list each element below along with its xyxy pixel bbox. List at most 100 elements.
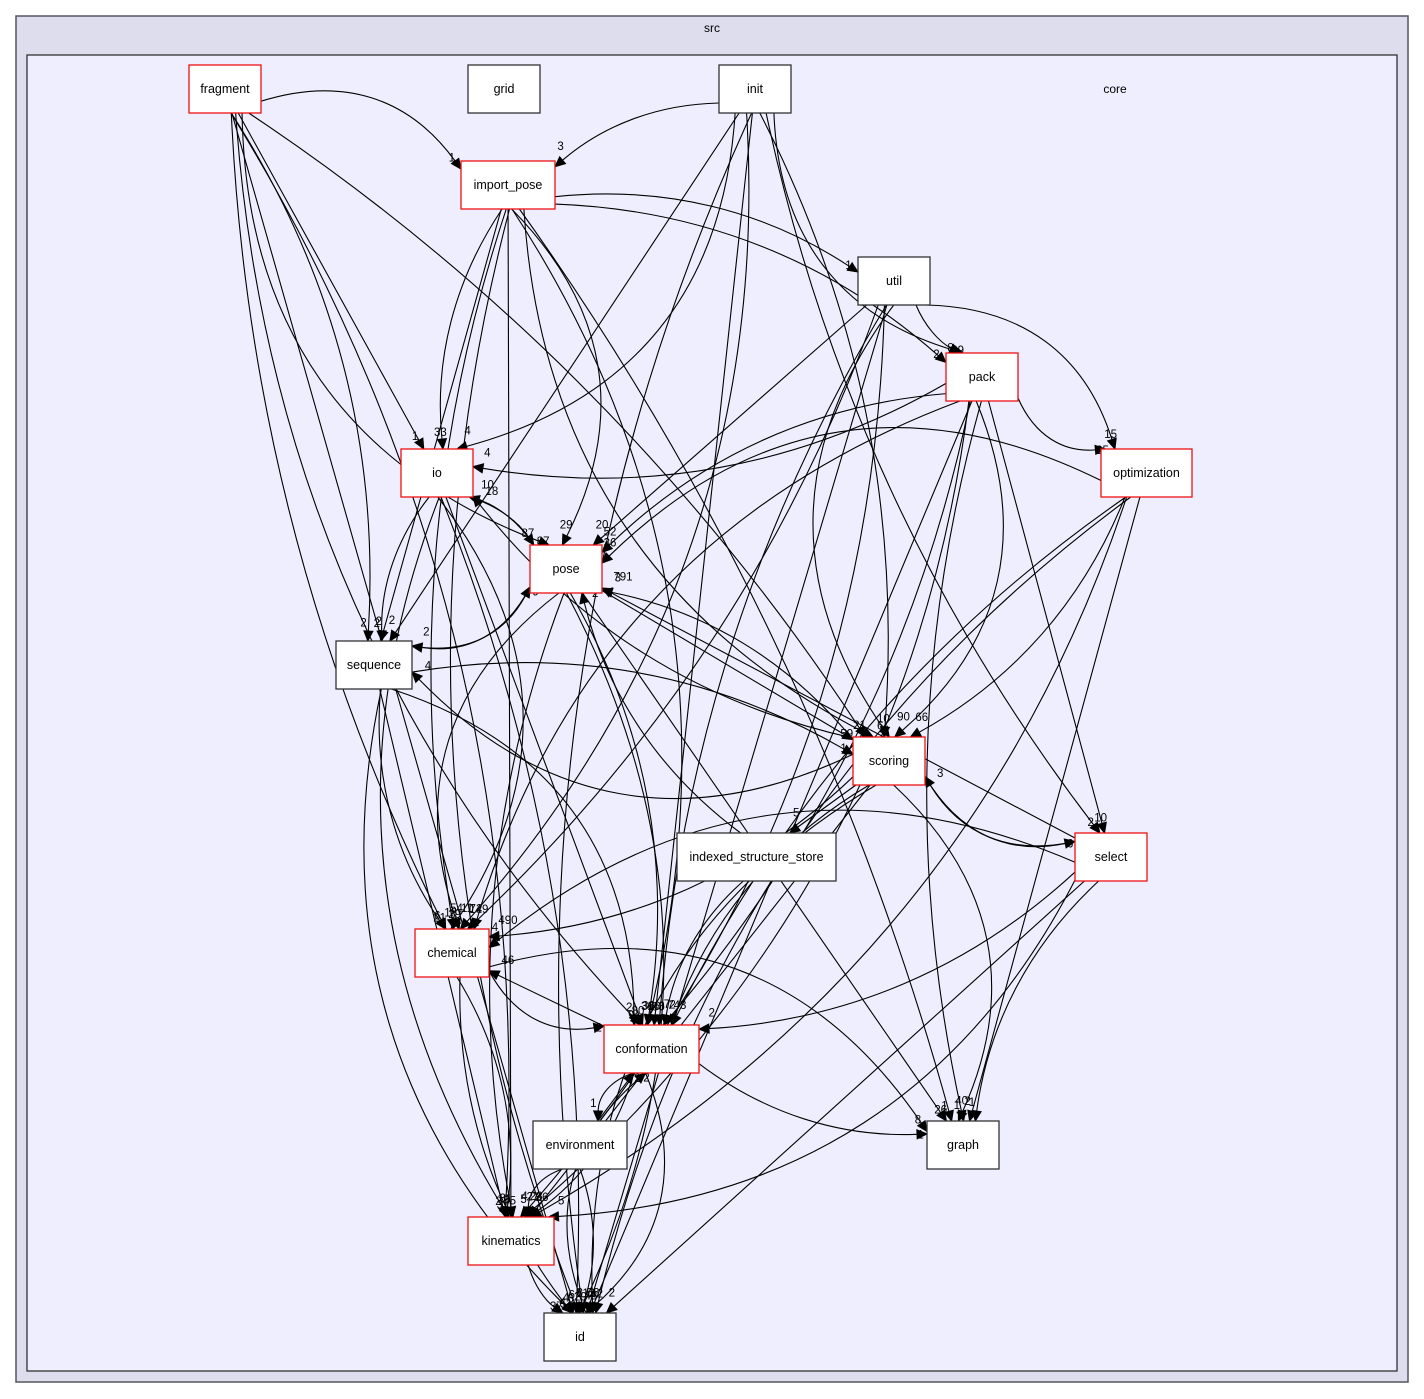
- edge-label[interactable]: 8: [577, 1288, 583, 1300]
- edge-label[interactable]: 2: [709, 1008, 715, 1020]
- edge-label[interactable]: 36: [604, 537, 617, 549]
- edge-label[interactable]: 26: [934, 1104, 947, 1116]
- node-select[interactable]: select: [1074, 832, 1148, 882]
- edge-label[interactable]: 5: [560, 1299, 566, 1311]
- node-io[interactable]: io: [400, 448, 474, 498]
- edge-label[interactable]: 2: [669, 999, 675, 1011]
- edge-label[interactable]: 3: [658, 1001, 664, 1013]
- edge-label[interactable]: 20: [596, 519, 609, 531]
- edge-label[interactable]: 33: [434, 427, 447, 439]
- edge-label[interactable]: 1: [845, 260, 851, 272]
- edge-label[interactable]: 21: [433, 912, 446, 924]
- edge-label[interactable]: 90: [897, 711, 910, 723]
- edge-label[interactable]: 37: [550, 1301, 563, 1313]
- node-box[interactable]: [467, 64, 541, 114]
- edge-label[interactable]: 46: [501, 955, 514, 967]
- edge-label[interactable]: 6: [568, 1290, 574, 1302]
- edge-label[interactable]: 4: [563, 1293, 570, 1305]
- node-box[interactable]: [532, 1120, 628, 1170]
- node-optimization[interactable]: optimization: [1100, 448, 1193, 498]
- edge-label[interactable]: 8: [947, 342, 953, 354]
- edge-label[interactable]: 2: [609, 1287, 615, 1299]
- edge-label[interactable]: 1: [941, 1100, 947, 1112]
- edge-label[interactable]: 29: [560, 519, 573, 531]
- edge-label[interactable]: 2: [376, 616, 382, 628]
- edge-label[interactable]: 3: [497, 1200, 503, 1212]
- node-box[interactable]: [414, 928, 490, 978]
- edge-label[interactable]: 7: [664, 999, 670, 1011]
- node-init[interactable]: init: [718, 64, 792, 114]
- edge-label[interactable]: 4: [861, 727, 868, 739]
- node-conformation[interactable]: conformation: [603, 1024, 700, 1074]
- edge-label[interactable]: 4: [464, 426, 471, 438]
- node-box[interactable]: [1100, 448, 1193, 498]
- edge-label[interactable]: 1: [954, 1100, 960, 1112]
- edge-label[interactable]: 2: [503, 1194, 509, 1206]
- edge-label[interactable]: 56: [587, 1288, 600, 1300]
- edge-label[interactable]: 29: [448, 909, 461, 921]
- edge-label[interactable]: 2: [964, 1096, 970, 1108]
- edge-label[interactable]: 2: [374, 618, 380, 630]
- edge-label[interactable]: 1: [840, 743, 846, 755]
- node-box[interactable]: [1074, 832, 1148, 882]
- edge-label[interactable]: 43: [584, 1290, 597, 1302]
- edge-label[interactable]: 8: [915, 1115, 921, 1127]
- edge-label[interactable]: 791: [613, 572, 632, 584]
- edge-label[interactable]: 2: [360, 618, 366, 630]
- edge-label[interactable]: 26: [536, 1192, 549, 1204]
- edge-label[interactable]: 10: [481, 479, 494, 491]
- node-box[interactable]: [945, 352, 1019, 402]
- edge-label[interactable]: 10: [1094, 812, 1107, 824]
- edge-label[interactable]: 54: [450, 903, 463, 915]
- edge-label[interactable]: 3: [615, 573, 621, 585]
- node-id[interactable]: id: [543, 1312, 617, 1362]
- node-box[interactable]: [676, 832, 837, 882]
- node-box[interactable]: [543, 1312, 617, 1362]
- edge-label[interactable]: 2: [595, 1023, 601, 1035]
- edge-label[interactable]: 1: [917, 1129, 923, 1141]
- edge-label[interactable]: 2: [933, 349, 939, 361]
- node-box[interactable]: [926, 1120, 1000, 1170]
- edge-label[interactable]: 1: [588, 1287, 594, 1299]
- edge-label[interactable]: 12: [582, 1288, 595, 1300]
- node-box[interactable]: [857, 256, 931, 306]
- edge-label[interactable]: 1: [576, 1288, 582, 1300]
- edge-label[interactable]: 59: [840, 728, 853, 740]
- edge-label[interactable]: 66: [915, 712, 928, 724]
- node-box[interactable]: [718, 64, 792, 114]
- edge-label[interactable]: 5: [558, 1195, 564, 1207]
- node-box[interactable]: [529, 544, 603, 594]
- node-box[interactable]: [400, 448, 474, 498]
- node-box[interactable]: [460, 160, 556, 210]
- node-fragment[interactable]: fragment: [188, 64, 262, 114]
- edge-label[interactable]: 3: [557, 141, 563, 153]
- edge-label[interactable]: 4: [521, 1191, 528, 1203]
- edge-label[interactable]: 5: [520, 1194, 526, 1206]
- edge-label[interactable]: 40: [955, 1096, 968, 1108]
- edge-label[interactable]: 52: [604, 527, 617, 539]
- edge-label[interactable]: 2: [1087, 817, 1093, 829]
- edge-label[interactable]: 5: [793, 808, 799, 820]
- edge-label[interactable]: 87: [522, 528, 535, 540]
- edge-label[interactable]: 15: [1104, 429, 1117, 441]
- edge-label[interactable]: 2: [423, 627, 429, 639]
- edge-label[interactable]: 80: [632, 1005, 645, 1017]
- edge-label[interactable]: 36: [641, 1001, 654, 1013]
- edge-label[interactable]: 1: [412, 431, 418, 443]
- edge-label[interactable]: 9: [628, 1010, 634, 1022]
- edge-label[interactable]: 42: [590, 1288, 603, 1300]
- edge-label[interactable]: 55: [503, 1196, 516, 1208]
- edge-label[interactable]: 4: [425, 661, 432, 673]
- edge-label[interactable]: 2: [526, 1191, 532, 1203]
- edge-label[interactable]: 743: [667, 1000, 686, 1012]
- edge-label[interactable]: 21: [853, 720, 866, 732]
- edge-label[interactable]: 1: [449, 153, 455, 165]
- node-indexed_structure_store[interactable]: indexed_structure_store: [676, 832, 837, 882]
- edge-label[interactable]: 6: [877, 720, 883, 732]
- edge-label[interactable]: 11: [461, 903, 473, 915]
- edge-label[interactable]: 2: [495, 1196, 501, 1208]
- edge-label[interactable]: 7: [532, 1192, 538, 1204]
- edge-label[interactable]: 4: [492, 922, 499, 934]
- edge-label[interactable]: 18: [444, 907, 457, 919]
- edge-label[interactable]: 3: [937, 768, 943, 780]
